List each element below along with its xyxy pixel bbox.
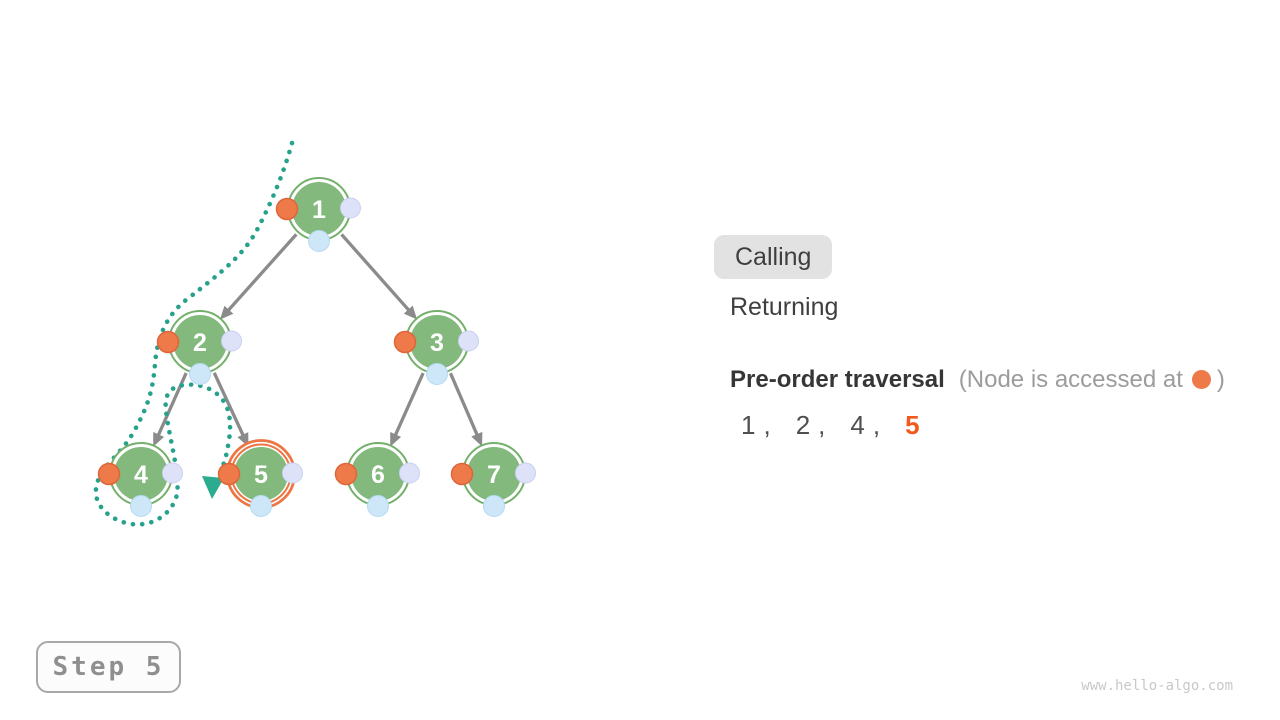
tree-edge-1-3 (340, 233, 418, 320)
traversal-title: Pre-order traversal (730, 366, 945, 393)
bottom-dot-icon (367, 495, 389, 517)
tree-nodes: 1 2 3 4 5 6 7 (97, 177, 536, 517)
node-label: 6 (371, 461, 385, 489)
node-circle (292, 182, 346, 236)
access-dot-icon (217, 462, 241, 486)
node-label: 2 (193, 329, 207, 357)
right-dot-icon (515, 462, 536, 484)
node-label: 4 (134, 461, 148, 489)
step-indicator[interactable]: Step 5 (36, 641, 181, 693)
node-circle (173, 315, 227, 369)
tree-node-7: 7 (450, 442, 536, 517)
node-circle (234, 447, 288, 501)
tree-edge-3-7 (448, 372, 483, 447)
right-dot-icon (221, 330, 242, 352)
traversal-sequence: 1, 2, 4, 5 (741, 409, 945, 441)
access-dot-icon (1191, 370, 1211, 389)
sequence-comma: , (763, 410, 771, 440)
sequence-item: 2, (795, 410, 826, 440)
node-circle (410, 315, 464, 369)
sequence-item: 1, (741, 410, 771, 440)
tree-node-3: 3 (393, 310, 479, 385)
legend-calling[interactable]: Calling (714, 235, 833, 279)
access-dot-icon (97, 462, 121, 486)
tree-node-2: 2 (156, 310, 242, 385)
node-circle (467, 447, 521, 501)
bottom-dot-icon (250, 495, 272, 517)
bottom-dot-icon (308, 230, 330, 252)
tree-edge-2-4 (153, 372, 188, 447)
sequence-item: 4, (850, 410, 881, 440)
access-dot-icon (334, 462, 358, 486)
access-dot-icon (156, 330, 180, 354)
right-dot-icon (162, 462, 183, 484)
traversal-note: (Node is accessed at) (959, 366, 1225, 393)
node-circle (114, 447, 168, 501)
traversal-path (93, 140, 295, 527)
tree-edge-2-5 (212, 372, 249, 447)
node-label: 3 (430, 329, 444, 357)
watermark: www.hello-algo.com (1081, 678, 1233, 694)
traversal-note-prefix: (Node is accessed at (958, 366, 1183, 393)
node-label: 1 (312, 196, 326, 224)
legend-returning[interactable]: Returning (730, 293, 839, 321)
step-label: Step 5 (52, 652, 165, 682)
tree-node-5: 5 (217, 439, 303, 517)
tree-node-6: 6 (334, 442, 420, 517)
node-label: 5 (254, 461, 268, 489)
bottom-dot-icon (426, 363, 448, 385)
tree-node-1: 1 (275, 177, 361, 252)
right-dot-icon (399, 462, 420, 484)
access-dot-icon (393, 330, 417, 354)
traversal-cursor-icon (202, 476, 224, 499)
tree-edge-1-2 (220, 233, 298, 320)
bottom-dot-icon (130, 495, 152, 517)
traversal-header: Pre-order traversal (Node is accessed at) (730, 365, 1225, 395)
tree-node-4: 4 (97, 442, 183, 517)
node-label: 7 (487, 461, 501, 489)
tree-edge-3-6 (390, 372, 425, 447)
traversal-note-suffix: ) (1216, 366, 1225, 393)
sequence-item: 5 (905, 410, 920, 440)
sequence-comma: , (818, 410, 826, 440)
access-dot-icon (450, 462, 474, 486)
access-dot-icon (275, 197, 299, 221)
bottom-dot-icon (189, 363, 211, 385)
node-circle (351, 447, 405, 501)
sequence-comma: , (872, 410, 881, 440)
right-dot-icon (340, 197, 361, 219)
right-dot-icon (458, 330, 479, 352)
bottom-dot-icon (483, 495, 505, 517)
right-dot-icon (282, 462, 303, 484)
